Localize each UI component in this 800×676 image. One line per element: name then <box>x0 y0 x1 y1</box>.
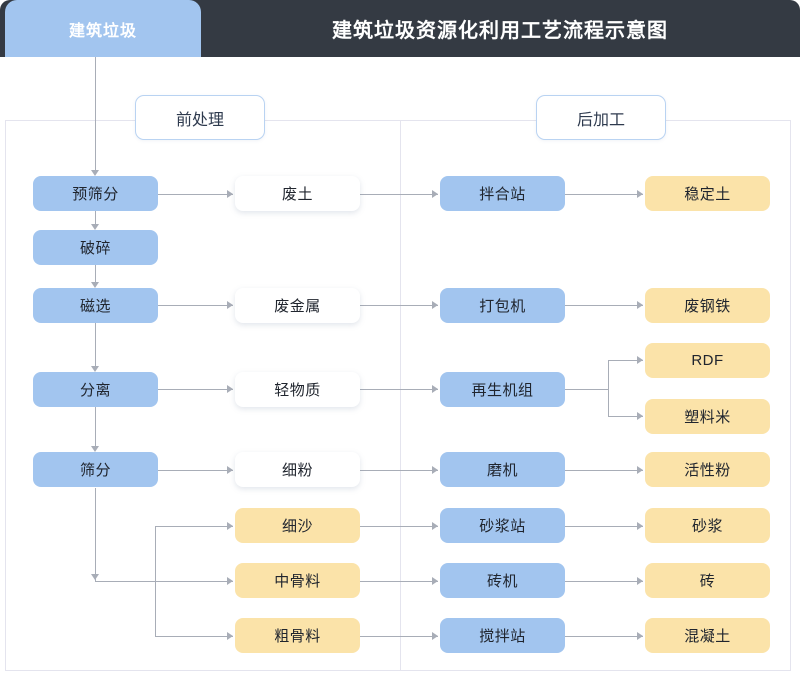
arrowhead-c4 <box>432 466 438 474</box>
node-coarse-aggregate[interactable]: 粗骨料 <box>235 618 360 653</box>
node-rdf[interactable]: RDF <box>645 343 770 378</box>
connector-b1-c1 <box>360 194 438 195</box>
node-brick-machine[interactable]: 砖机 <box>440 563 565 598</box>
connector-b7-c7 <box>360 636 438 637</box>
header-tab-construction-waste[interactable]: 建筑垃圾 <box>5 0 201 57</box>
arrowhead-b5 <box>227 522 233 530</box>
node-mortar[interactable]: 砂浆 <box>645 508 770 543</box>
node-stabilized-soil[interactable]: 稳定土 <box>645 176 770 211</box>
node-magnetic-separation[interactable]: 磁选 <box>33 288 158 323</box>
arrowhead-d7 <box>637 577 643 585</box>
node-crushing[interactable]: 破碎 <box>33 230 158 265</box>
node-mixing-station[interactable]: 拌合站 <box>440 176 565 211</box>
arrowhead-b2 <box>227 301 233 309</box>
connector-b6-c6 <box>360 581 438 582</box>
connector-a4-a5 <box>95 407 96 446</box>
connector-c3-d4 <box>608 416 643 417</box>
connector-a5-trunk-horizontal <box>95 581 233 582</box>
arrowhead-c2 <box>432 301 438 309</box>
node-waste-soil[interactable]: 废土 <box>235 176 360 211</box>
arrowhead-c6 <box>432 577 438 585</box>
connector-entry-vertical <box>95 57 96 170</box>
node-pre-screening[interactable]: 预筛分 <box>33 176 158 211</box>
arrowhead-d4 <box>637 412 643 420</box>
node-mortar-station[interactable]: 砂浆站 <box>440 508 565 543</box>
arrowhead-d5 <box>637 466 643 474</box>
node-scrap-steel[interactable]: 废钢铁 <box>645 288 770 323</box>
arrowhead-b7 <box>227 632 233 640</box>
connector-c2-d2 <box>565 305 643 306</box>
connector-a5-trunk-vertical <box>95 488 96 581</box>
node-plastic-pellets[interactable]: 塑料米 <box>645 399 770 434</box>
arrowhead-entry <box>91 170 99 176</box>
connector-trunk-branch <box>155 526 156 637</box>
connector-trunk-to-b5 <box>155 526 233 527</box>
node-screening[interactable]: 筛分 <box>33 452 158 487</box>
arrowhead-a4 <box>91 366 99 372</box>
node-concrete-mixer[interactable]: 搅拌站 <box>440 618 565 653</box>
connector-a1-a2 <box>95 211 96 224</box>
node-recycling-unit[interactable]: 再生机组 <box>440 372 565 407</box>
arrowhead-c7 <box>432 632 438 640</box>
arrowhead-trunk-corner <box>91 574 99 580</box>
node-medium-aggregate[interactable]: 中骨料 <box>235 563 360 598</box>
connector-a3-a4 <box>95 323 96 366</box>
connector-c1-d1 <box>565 194 643 195</box>
arrowhead-a2 <box>91 224 99 230</box>
stage-divider <box>400 120 401 671</box>
node-grinder[interactable]: 磨机 <box>440 452 565 487</box>
node-fine-powder[interactable]: 细粉 <box>235 452 360 487</box>
stage-label-post-processing[interactable]: 后加工 <box>536 95 666 140</box>
connector-a3-b2 <box>158 305 233 306</box>
arrowhead-d2 <box>637 301 643 309</box>
connector-a2-a3 <box>95 265 96 282</box>
connector-b5-c5 <box>360 526 438 527</box>
arrowhead-c3 <box>432 385 438 393</box>
node-baler[interactable]: 打包机 <box>440 288 565 323</box>
connector-c3-d3 <box>608 360 643 361</box>
arrowhead-a5 <box>91 446 99 452</box>
stage-label-pre-treatment[interactable]: 前处理 <box>135 95 265 140</box>
node-fine-sand[interactable]: 细沙 <box>235 508 360 543</box>
arrowhead-b3 <box>227 385 233 393</box>
node-scrap-metal[interactable]: 废金属 <box>235 288 360 323</box>
arrowhead-a3 <box>91 282 99 288</box>
arrowhead-d1 <box>637 190 643 198</box>
connector-trunk-to-b7 <box>155 636 233 637</box>
arrowhead-b6 <box>227 577 233 585</box>
page-title: 建筑垃圾资源化利用工艺流程示意图 <box>332 20 668 42</box>
arrowhead-d6 <box>637 522 643 530</box>
node-concrete[interactable]: 混凝土 <box>645 618 770 653</box>
connector-b2-c2 <box>360 305 438 306</box>
arrowhead-d8 <box>637 632 643 640</box>
connector-a5-b4 <box>158 470 233 471</box>
connector-c3-split-vertical <box>608 360 609 416</box>
connector-c5-d6 <box>565 526 643 527</box>
arrowhead-b1 <box>227 190 233 198</box>
node-brick[interactable]: 砖 <box>645 563 770 598</box>
connector-c4-d5 <box>565 470 643 471</box>
arrowhead-c1 <box>432 190 438 198</box>
node-separation[interactable]: 分离 <box>33 372 158 407</box>
connector-c6-d7 <box>565 581 643 582</box>
node-active-powder[interactable]: 活性粉 <box>645 452 770 487</box>
connector-a4-b3 <box>158 389 233 390</box>
arrowhead-d3 <box>637 356 643 364</box>
arrowhead-b4 <box>227 466 233 474</box>
connector-c7-d8 <box>565 636 643 637</box>
node-light-material[interactable]: 轻物质 <box>235 372 360 407</box>
connector-a1-b1 <box>158 194 233 195</box>
connector-b4-c4 <box>360 470 438 471</box>
connector-c3-split-stem <box>565 389 609 390</box>
arrowhead-c5 <box>432 522 438 530</box>
connector-b3-c3 <box>360 389 438 390</box>
